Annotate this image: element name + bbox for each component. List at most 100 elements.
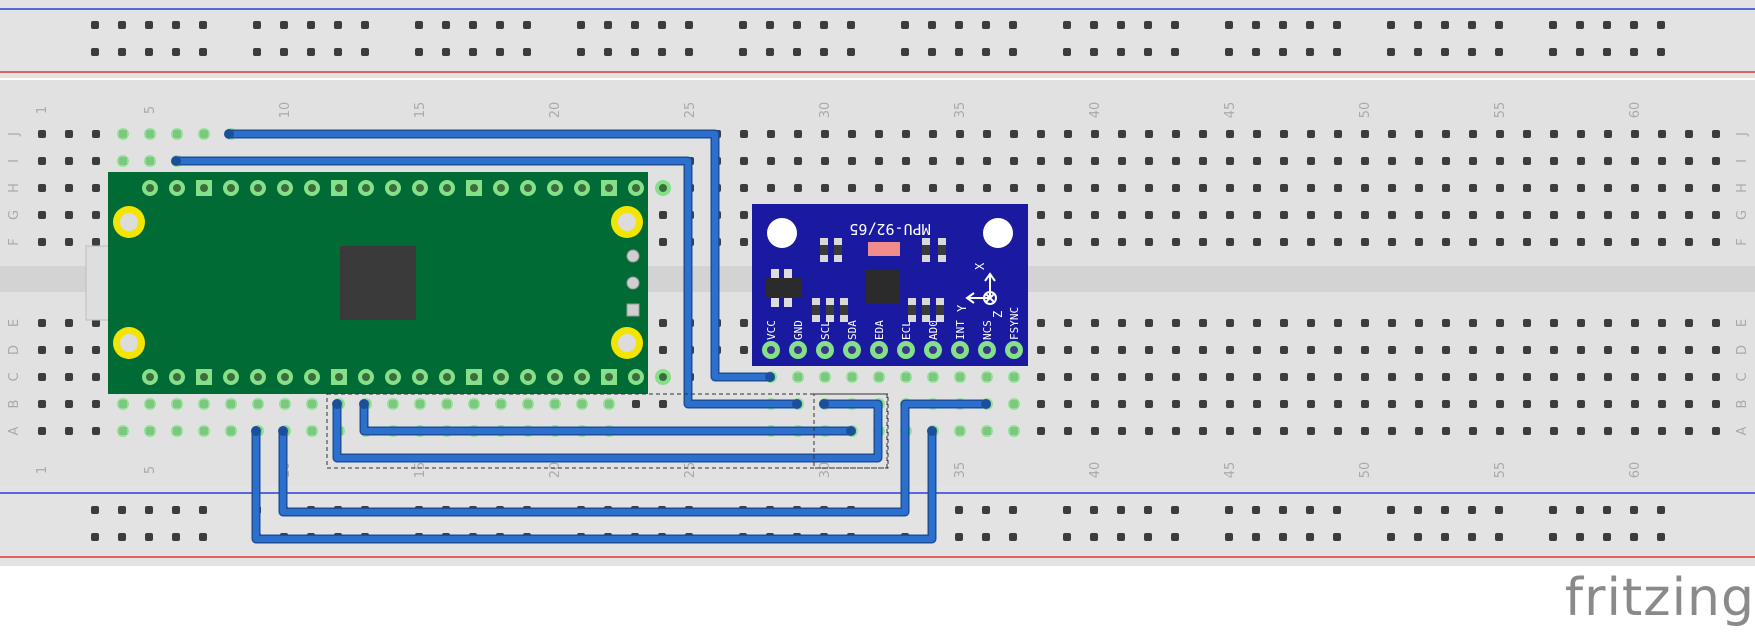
terminal-hole[interactable] [1091, 211, 1099, 219]
rail-hole[interactable] [982, 533, 990, 541]
terminal-hole[interactable] [1118, 373, 1126, 381]
terminal-hole[interactable] [1469, 346, 1477, 354]
jumper-wire[interactable] [253, 428, 935, 542]
terminal-hole[interactable] [1523, 157, 1531, 165]
rail-hole[interactable] [1549, 48, 1557, 56]
terminal-hole[interactable] [38, 157, 46, 165]
terminal-hole[interactable] [1685, 319, 1693, 327]
terminal-hole[interactable] [875, 184, 883, 192]
terminal-hole[interactable] [740, 319, 748, 327]
rail-hole[interactable] [1549, 533, 1557, 541]
terminal-hole[interactable] [1307, 400, 1315, 408]
terminal-hole[interactable] [1523, 211, 1531, 219]
rail-hole[interactable] [1144, 48, 1152, 56]
terminal-hole[interactable] [1361, 211, 1369, 219]
terminal-hole[interactable] [1334, 427, 1342, 435]
terminal-hole[interactable] [875, 157, 883, 165]
terminal-hole[interactable] [1469, 211, 1477, 219]
terminal-hole[interactable] [1145, 184, 1153, 192]
rail-hole[interactable] [1657, 48, 1665, 56]
terminal-hole[interactable] [1091, 373, 1099, 381]
jumper-wire[interactable] [226, 131, 773, 380]
terminal-hole[interactable] [1280, 130, 1288, 138]
terminal-hole[interactable] [1064, 427, 1072, 435]
terminal-hole[interactable] [659, 346, 667, 354]
rail-hole[interactable] [280, 48, 288, 56]
terminal-hole[interactable] [1172, 373, 1180, 381]
terminal-hole[interactable] [1307, 238, 1315, 246]
terminal-hole[interactable] [1118, 319, 1126, 327]
terminal-hole[interactable] [1307, 130, 1315, 138]
terminal-hole[interactable] [1415, 157, 1423, 165]
terminal-hole[interactable] [1037, 211, 1045, 219]
terminal-hole[interactable] [65, 130, 73, 138]
rail-hole[interactable] [631, 48, 639, 56]
terminal-hole[interactable] [92, 157, 100, 165]
rail-hole[interactable] [1387, 21, 1395, 29]
rail-hole[interactable] [1441, 48, 1449, 56]
rail-hole[interactable] [1063, 506, 1071, 514]
terminal-hole[interactable] [1550, 184, 1558, 192]
rail-hole[interactable] [820, 21, 828, 29]
terminal-hole[interactable] [1226, 157, 1234, 165]
terminal-hole[interactable] [1091, 184, 1099, 192]
rail-hole[interactable] [1009, 48, 1017, 56]
terminal-hole[interactable] [659, 211, 667, 219]
terminal-hole[interactable] [1253, 238, 1261, 246]
terminal-hole[interactable] [1334, 400, 1342, 408]
rail-hole[interactable] [1387, 48, 1395, 56]
terminal-hole[interactable] [902, 184, 910, 192]
rail-hole[interactable] [1279, 506, 1287, 514]
terminal-hole[interactable] [1685, 400, 1693, 408]
rail-hole[interactable] [1252, 21, 1260, 29]
rail-hole[interactable] [91, 48, 99, 56]
terminal-hole[interactable] [1010, 184, 1018, 192]
rail-hole[interactable] [361, 48, 369, 56]
terminal-hole[interactable] [1496, 130, 1504, 138]
terminal-hole[interactable] [1442, 346, 1450, 354]
rail-hole[interactable] [91, 21, 99, 29]
rail-hole[interactable] [982, 506, 990, 514]
wire-endpoint[interactable] [359, 399, 369, 409]
terminal-hole[interactable] [65, 400, 73, 408]
rail-hole[interactable] [793, 48, 801, 56]
terminal-hole[interactable] [1037, 373, 1045, 381]
rail-hole[interactable] [1657, 21, 1665, 29]
terminal-hole[interactable] [1226, 400, 1234, 408]
terminal-hole[interactable] [1091, 319, 1099, 327]
terminal-hole[interactable] [821, 157, 829, 165]
rail-hole[interactable] [1630, 533, 1638, 541]
rail-hole[interactable] [253, 21, 261, 29]
rail-hole[interactable] [1306, 533, 1314, 541]
rail-hole[interactable] [91, 533, 99, 541]
terminal-hole[interactable] [1550, 427, 1558, 435]
terminal-hole[interactable] [1037, 400, 1045, 408]
terminal-hole[interactable] [92, 373, 100, 381]
terminal-hole[interactable] [92, 319, 100, 327]
terminal-hole[interactable] [65, 346, 73, 354]
rail-hole[interactable] [1387, 506, 1395, 514]
terminal-hole[interactable] [1712, 346, 1720, 354]
terminal-hole[interactable] [1280, 211, 1288, 219]
terminal-hole[interactable] [848, 184, 856, 192]
rail-hole[interactable] [1333, 506, 1341, 514]
rail-hole[interactable] [1468, 21, 1476, 29]
terminal-hole[interactable] [1712, 157, 1720, 165]
terminal-hole[interactable] [1604, 346, 1612, 354]
terminal-hole[interactable] [821, 130, 829, 138]
terminal-hole[interactable] [1064, 184, 1072, 192]
rail-hole[interactable] [172, 533, 180, 541]
terminal-hole[interactable] [1226, 319, 1234, 327]
rail-hole[interactable] [442, 21, 450, 29]
rail-hole[interactable] [1333, 48, 1341, 56]
rail-hole[interactable] [1252, 48, 1260, 56]
terminal-hole[interactable] [1145, 238, 1153, 246]
microcontroller-board[interactable] [85, 172, 671, 394]
terminal-hole[interactable] [65, 157, 73, 165]
terminal-hole[interactable] [1253, 211, 1261, 219]
wire-endpoint[interactable] [981, 399, 991, 409]
terminal-hole[interactable] [1577, 130, 1585, 138]
rail-hole[interactable] [1090, 21, 1098, 29]
rail-hole[interactable] [172, 21, 180, 29]
terminal-hole[interactable] [1280, 238, 1288, 246]
